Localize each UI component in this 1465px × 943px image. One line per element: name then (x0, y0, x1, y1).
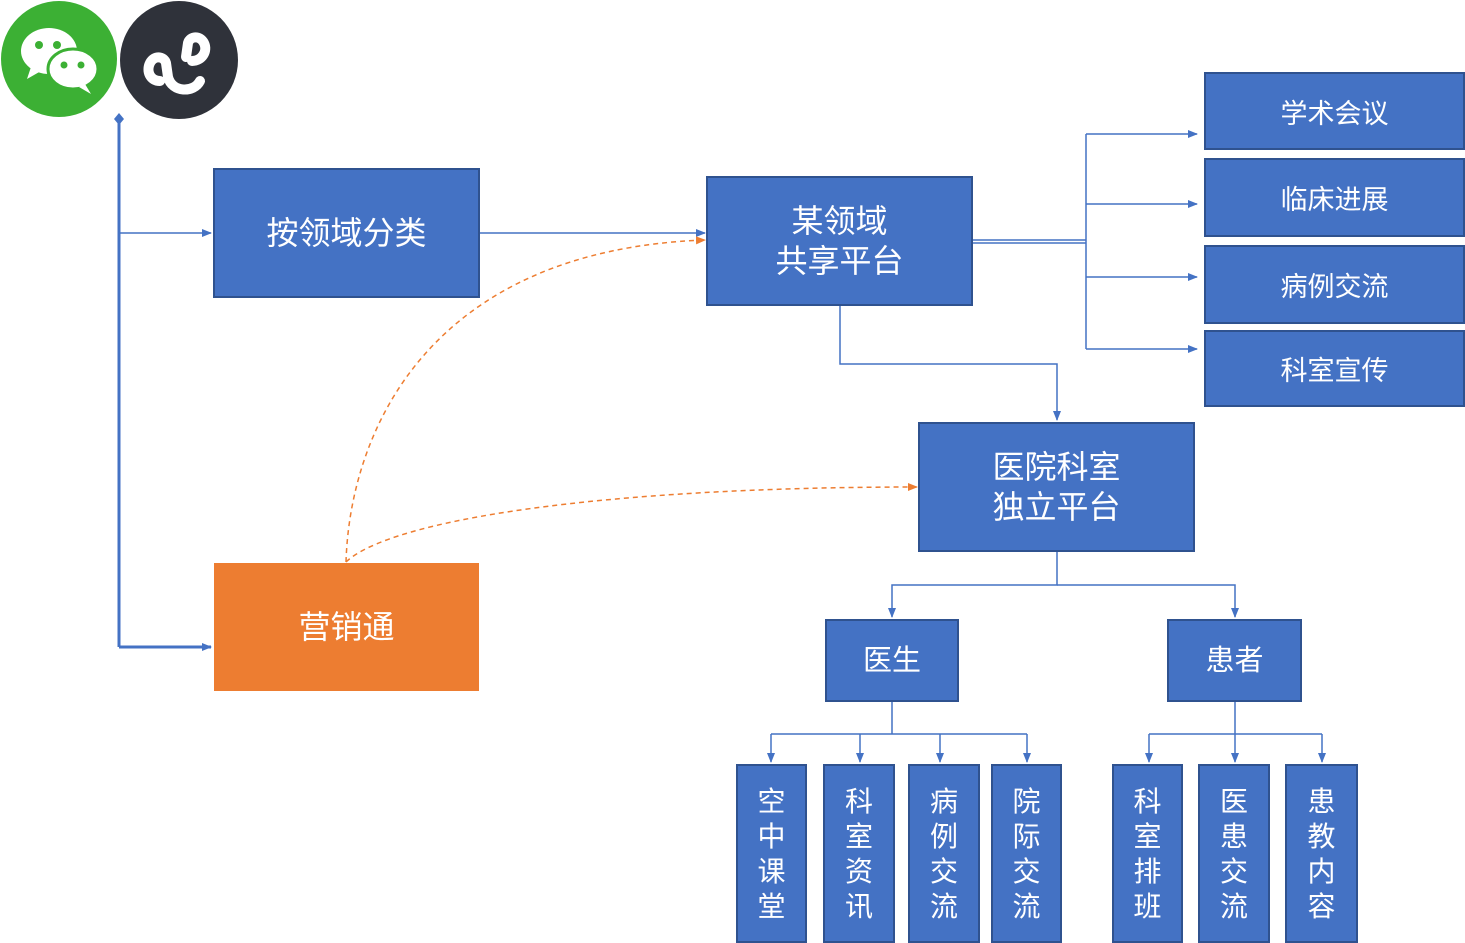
doctor-child-label: 院际交流 (1012, 784, 1041, 923)
marketing-node: 营销通 (214, 563, 479, 691)
connector-patient-trunk (1149, 701, 1322, 735)
shared-child-label: 学术会议 (1280, 98, 1389, 130)
patient-child-label: 科室排班 (1133, 784, 1162, 923)
hospital-platform-line2: 独立平台 (992, 488, 1121, 526)
patient-child-label: 患教内容 (1307, 784, 1336, 923)
patient-node: 患者 (1167, 619, 1302, 702)
doctor-child-label: 科室资讯 (844, 784, 873, 923)
doctor-child-inter-hospital: 院际交流 (991, 764, 1062, 943)
classify-node: 按领域分类 (213, 168, 480, 298)
shared-child-clinical: 临床进展 (1204, 158, 1465, 237)
dashed-marketing-hospital (345, 483, 918, 563)
shared-child-label: 科室宣传 (1280, 356, 1389, 387)
patient-label: 患者 (1205, 643, 1264, 677)
doctor-child-sky-class: 空中课堂 (736, 764, 807, 943)
shared-platform-line2: 共享平台 (775, 242, 904, 280)
connector-shared-hospital (839, 305, 1061, 421)
patient-child-education: 患教内容 (1285, 764, 1358, 943)
shared-platform-line1: 某领域 (791, 202, 888, 240)
shared-child-label: 病例交流 (1280, 272, 1389, 303)
shared-platform-node: 某领域 共享平台 (706, 176, 973, 306)
doctor-child-dept-news: 科室资讯 (823, 764, 895, 943)
doctor-child-label: 空中课堂 (757, 784, 786, 923)
patient-child-schedule: 科室排班 (1112, 764, 1183, 943)
doctor-child-case-exchange: 病例交流 (908, 764, 980, 943)
wechat-icon[interactable] (1, 1, 117, 117)
doctor-child-label: 病例交流 (929, 784, 958, 923)
hospital-platform-line1: 医院科室 (992, 448, 1121, 486)
marketing-label: 营销通 (298, 608, 395, 646)
dashed-marketing-shared (345, 236, 706, 563)
trunk-diamond (114, 113, 124, 125)
shared-child-case: 病例交流 (1204, 245, 1465, 324)
connector-hospital-doctor (888, 551, 1058, 618)
connector-shared-trunk (973, 134, 1087, 349)
shared-child-promo: 科室宣传 (1204, 330, 1465, 407)
patient-child-doctor-patient: 医患交流 (1198, 764, 1270, 943)
connector-hospital-patient (1057, 584, 1239, 618)
shared-child-label: 临床进展 (1280, 185, 1389, 216)
doctor-label: 医生 (862, 643, 921, 677)
connector-doctor-trunk (771, 701, 1027, 735)
shared-child-academic: 学术会议 (1204, 72, 1465, 150)
hospital-platform-node: 医院科室 独立平台 (918, 422, 1195, 552)
mini-program-icon[interactable] (120, 1, 238, 119)
patient-child-label: 医患交流 (1219, 784, 1248, 923)
doctor-node: 医生 (825, 619, 959, 702)
classify-label: 按领域分类 (266, 214, 427, 252)
